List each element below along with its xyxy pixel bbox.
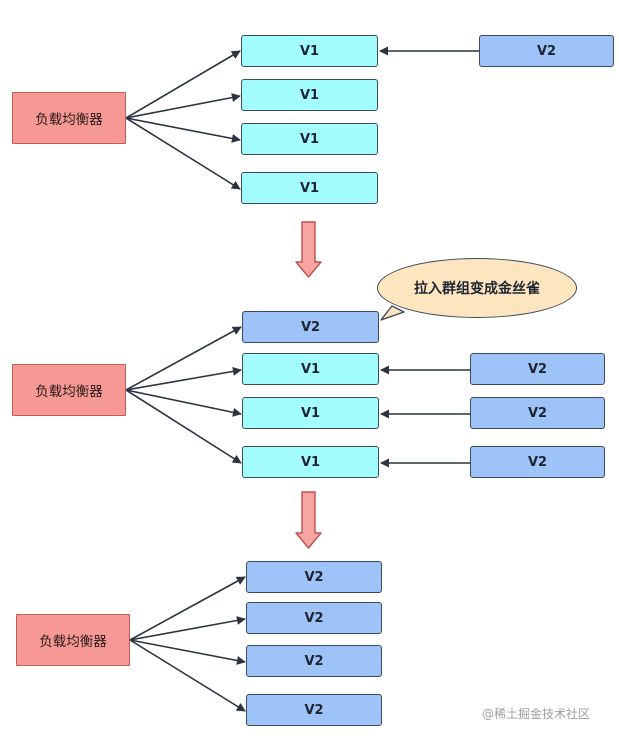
stage1-load-balancer: 负载均衡器: [12, 92, 126, 144]
stage2-server-3: V1: [242, 397, 379, 429]
stage1-arrows: [125, 46, 479, 190]
stage2-load-balancer: 负载均衡器: [12, 364, 126, 416]
stage3-arrow-1: [129, 576, 246, 641]
stage2-server-1: V2: [242, 311, 379, 343]
stage3-arrow-2: [129, 616, 246, 641]
stage3-server-2: V2: [246, 602, 382, 634]
transition-arrow-1: [295, 221, 322, 278]
stage3-server-3: V2: [246, 645, 382, 677]
stage2-arrow-3: [125, 389, 242, 417]
stage3-arrow-3: [129, 639, 246, 665]
stage2-incoming-v2-1: V2: [470, 353, 605, 385]
watermark: @稀土掘金技术社区: [482, 707, 591, 721]
callout-tail: [380, 305, 405, 321]
stage1-arrow-3: [125, 117, 241, 143]
stage2-arrow-4: [125, 389, 242, 464]
stage1-server-3: V1: [241, 123, 378, 155]
stage3-arrows: [129, 576, 246, 712]
stage1-server-4: V1: [241, 172, 378, 204]
stage2-arrow-1: [125, 326, 242, 391]
stage1-arrow-1: [125, 50, 241, 119]
stage2-arrow-2: [125, 366, 242, 391]
stage3-server-4: V2: [246, 694, 382, 726]
stage1-arrow-2: [125, 93, 241, 119]
stage3-load-balancer: 负载均衡器: [16, 614, 130, 666]
stage1-incoming-v2-1: V2: [479, 35, 614, 67]
stage2-arrows: [125, 326, 470, 468]
stage1-arrow-4: [125, 117, 241, 190]
stage1-server-2: V1: [241, 79, 378, 111]
stage1-server-1: V1: [241, 35, 378, 67]
stage2-incoming-v2-3: V2: [470, 446, 605, 478]
stage3-arrow-4: [129, 639, 246, 712]
stage3-server-1: V2: [246, 561, 382, 593]
stage2-server-4: V1: [242, 446, 379, 478]
stage2-incoming-v2-2: V2: [470, 397, 605, 429]
stage2-server-2: V1: [242, 353, 379, 385]
transition-arrow-2: [295, 491, 322, 549]
canary-callout: 拉入群组变成金丝雀: [377, 258, 577, 318]
